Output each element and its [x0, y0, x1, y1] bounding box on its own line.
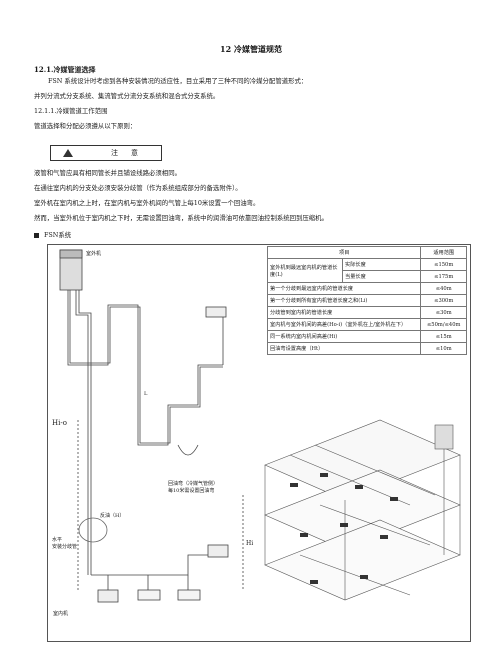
piping-schematic: 室外机 Hi-o Hi L 回油弯（冷媒气管侧） 每10米需设置回油弯 反油（H… [52, 249, 253, 617]
outdoor-unit-label: 室外机 [86, 250, 101, 257]
spec-table: 项目 适用范围 室外机到最远室内机的管道长度(L) 实际长度 ≤150m 当量长… [266, 246, 467, 355]
rule-2: 在通往室内机的分支处必须安装分歧管（作为系统组成部分的备选附件）。 [34, 184, 242, 192]
table-header-item: 项目 [266, 246, 422, 259]
table-row: 室内机与室外机间的高差(Ho-i)（室外机在上/室外机在下） ≤50m/≤40m [266, 318, 467, 331]
table-header-range: 适用范围 [420, 246, 467, 259]
rule-3: 室外机在室内机之上时，在室内机与室外机间的气管上每10米设置一个回油弯。 [34, 199, 260, 207]
table-cell: ≤30m [420, 306, 467, 319]
indoor-unit-iso [320, 473, 328, 477]
branch-note-2: 安装分歧管 [52, 543, 77, 550]
section-heading: 12.1.冷媒管道选择 [34, 65, 96, 74]
indoor-unit-iso [390, 497, 398, 501]
table-cell: 室内机与室外机间的高差(Ho-i)（室外机在上/室外机在下） [266, 318, 422, 331]
table-cell: ≤15m [420, 330, 467, 343]
indoor-unit-4 [207, 544, 229, 558]
indoor-unit-iso [310, 580, 318, 584]
system-label: FSN系统 [44, 231, 72, 239]
table-cell: 室外机到最远室内机的管道长度(L) [267, 258, 343, 283]
table-cell: ≤10m [420, 342, 467, 355]
outdoor-unit-iso [434, 424, 454, 450]
note-box: 注 意 [50, 145, 162, 161]
table-row: 同一系统内室内机间高差(Hi) ≤15m [266, 330, 467, 343]
trap-label: 反油（H） [100, 512, 124, 519]
indoor-unit-2 [137, 589, 161, 601]
note-label: 注 意 [111, 149, 141, 157]
table-row: 第一个分歧到所有室内机管道长度之和(Li) ≤300m [266, 294, 467, 307]
branch-note-1: 水平 [52, 536, 62, 543]
indoor-unit-iso [290, 483, 298, 487]
table-cell: ≤40m [420, 282, 467, 295]
intro-line-2: 并列分流式分支系统、集流管式分流分支系统和混合式分支系统。 [34, 92, 220, 100]
table-cell: 第一个分歧到所有室内机管道长度之和(Li) [266, 294, 422, 307]
table-cell: 第一个分歧到最远室内机的管道长度 [266, 282, 422, 295]
table-row: 第一个分歧到最远室内机的管道长度 ≤40m [266, 282, 467, 295]
oil-trap-note-1: 回油弯（冷媒气管侧） [168, 480, 218, 487]
table-cell: 同一系统内室内机间高差(Hi) [266, 330, 422, 343]
intro-line-1: FSN 系统设计时考虑到各种安装情况的适应性，目立采用了三种不同的冷媒分配管道形… [48, 77, 308, 85]
indoor-unit-upper [205, 306, 227, 318]
indoor-unit-iso [355, 485, 363, 489]
indoor-unit-iso [340, 523, 348, 527]
table-cell: 当量长度 [341, 270, 422, 283]
subsection-heading: 12.1.1.冷媒管道工作范围 [34, 107, 108, 115]
table-row: 回油弯设置高度（Ht） ≤10m [266, 342, 467, 355]
diagram-frame [47, 244, 471, 642]
table-header-row: 项目 适用范围 [266, 246, 467, 259]
rule-1: 液管和气管应具有相同管长并且铺设线路必须相同。 [34, 169, 181, 177]
table-cell: 分歧管到室内机的管道长度 [266, 306, 422, 319]
square-bullet-icon [34, 232, 39, 238]
principle-text: 管道选择和分配必须遵从以下原则： [34, 122, 137, 130]
table-cell: 回油弯设置高度（Ht） [266, 342, 422, 355]
page-title: 12 冷媒管道规范 [220, 44, 282, 54]
length-label-l: L [144, 391, 148, 397]
system-heading: FSN系统 [34, 230, 71, 240]
building-isometric-diagram [264, 419, 461, 601]
indoor-unit-label: 室内机 [53, 610, 68, 617]
indoor-unit-iso [380, 535, 388, 539]
indoor-unit-3 [177, 589, 201, 601]
table-cell: 实际长度 [341, 258, 422, 271]
table-row: 室外机到最远室内机的管道长度(L) 实际长度 ≤150m [267, 258, 467, 283]
table-cell: ≤300m [420, 294, 467, 307]
oil-trap-note-2: 每10米需设置回油弯 [168, 487, 214, 494]
table-cell: ≤150m [420, 258, 467, 271]
rule-4: 然而，当室外机位于室内机之下时，无需设置回油弯，系统中的润滑油可依靠回油控制系统… [34, 214, 328, 222]
height-label-hio: Hi-o [52, 419, 67, 427]
indoor-unit-iso [300, 533, 308, 537]
table-cell: ≤50m/≤40m [420, 318, 467, 331]
indoor-unit-1 [97, 589, 119, 603]
table-row: 分歧管到室内机的管道长度 ≤30m [266, 306, 467, 319]
indoor-unit-iso [360, 575, 368, 579]
table-cell: ≤175m [420, 270, 467, 283]
height-label-hi: Hi [246, 540, 253, 547]
warning-icon [63, 149, 73, 157]
